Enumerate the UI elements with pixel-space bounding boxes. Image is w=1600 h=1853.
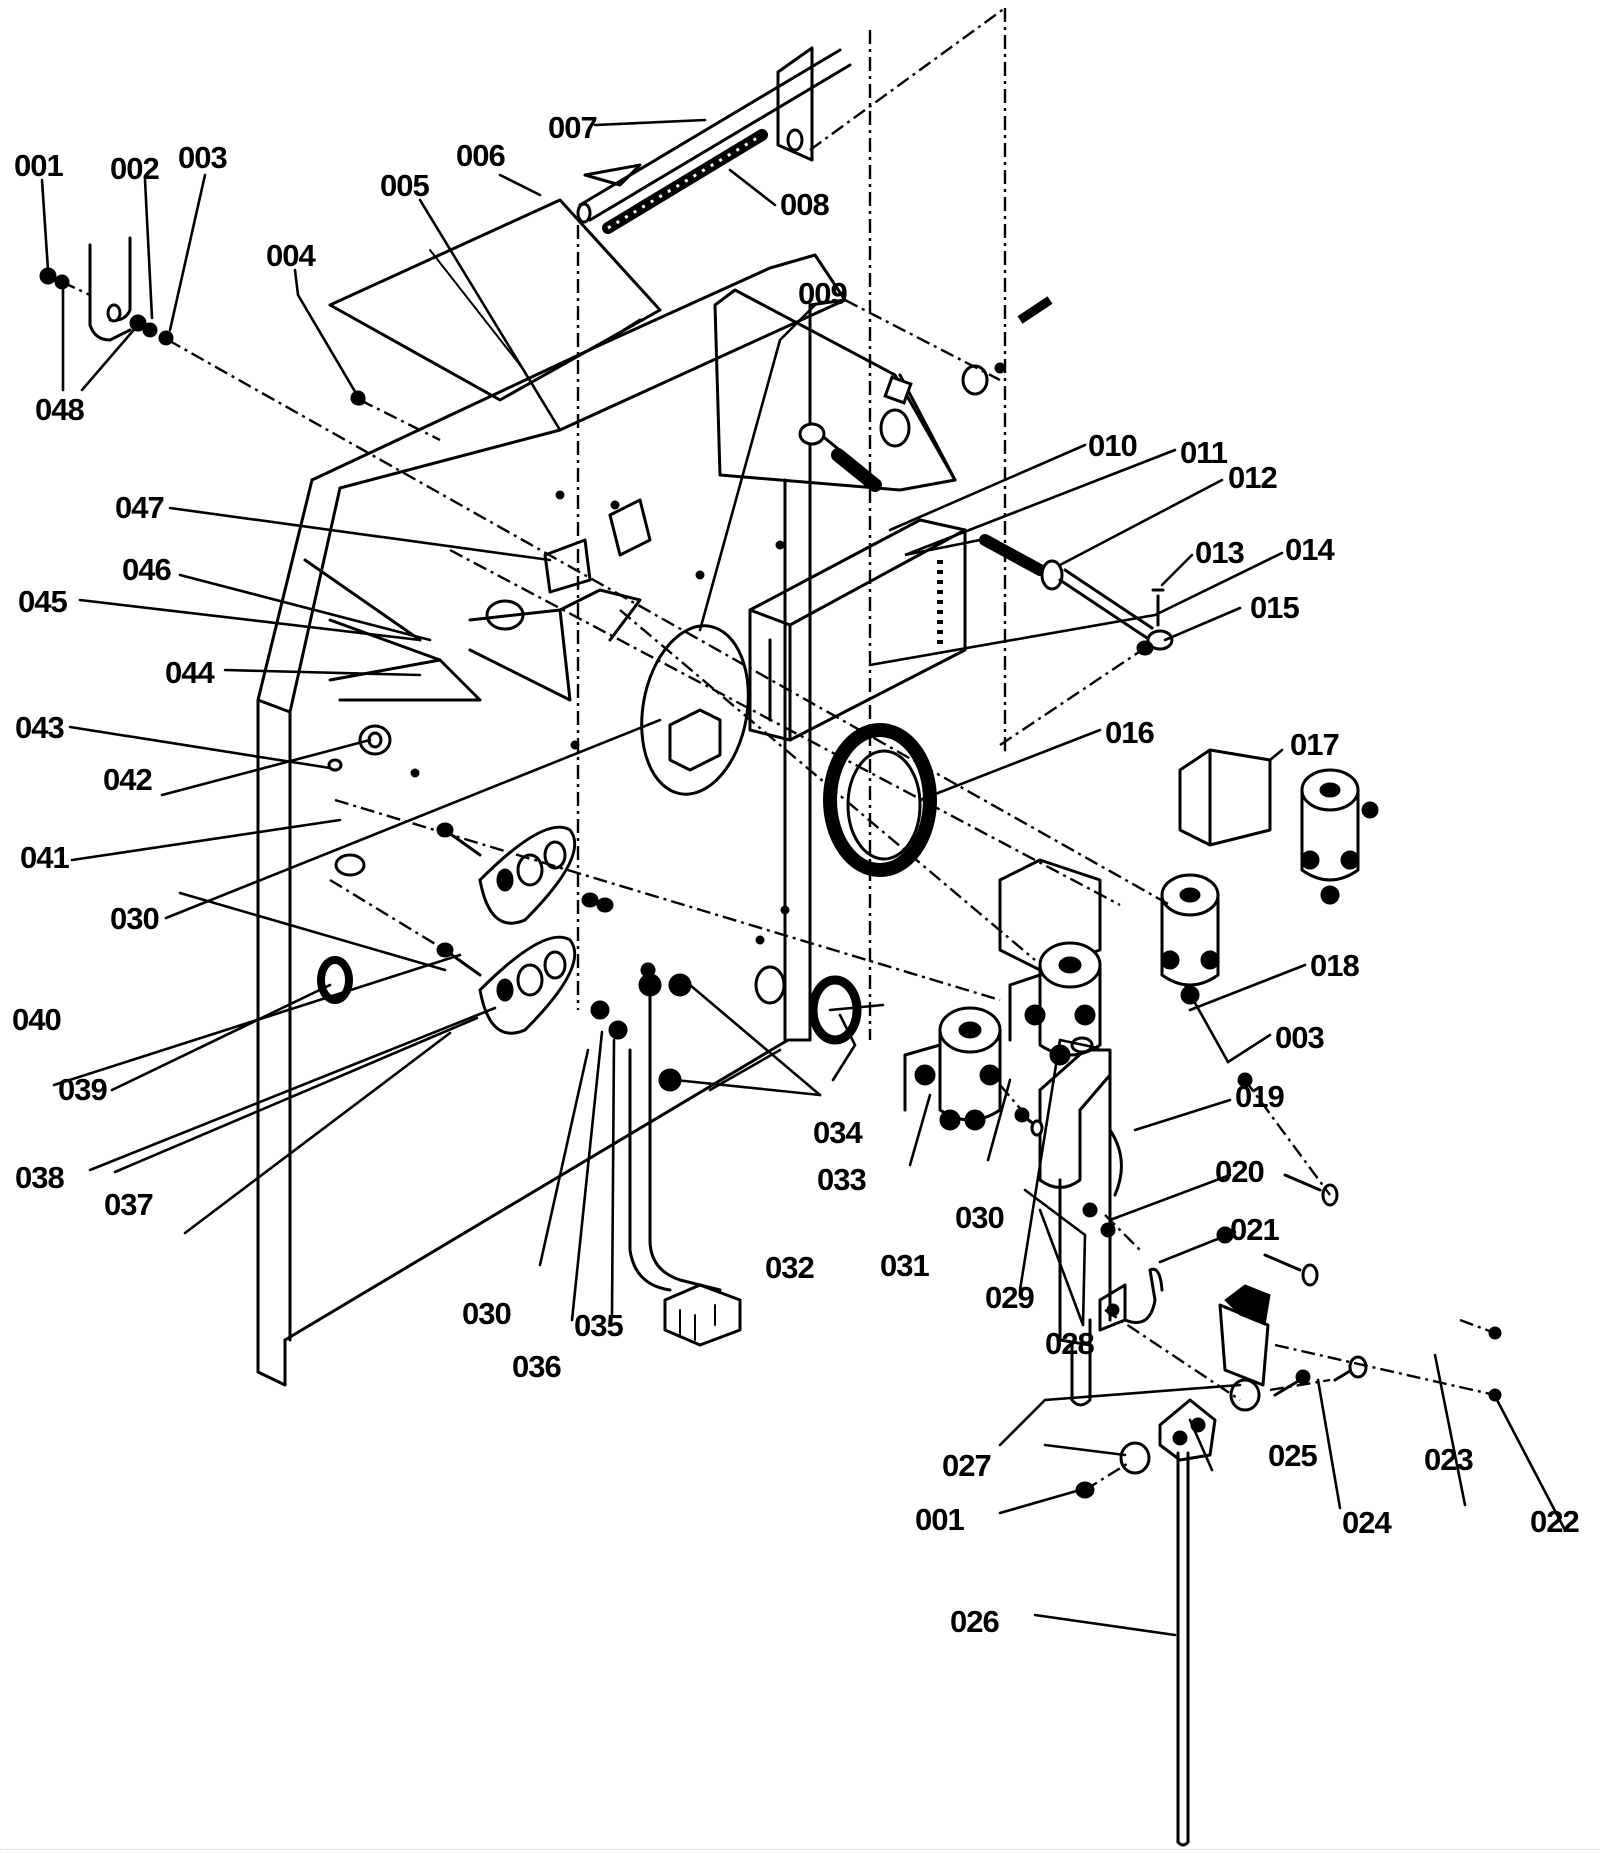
callout-013: 013 xyxy=(1195,535,1244,570)
part-017-solenoid-upper xyxy=(1178,748,1379,905)
callout-041: 041 xyxy=(20,840,69,875)
callout-043: 043 xyxy=(15,710,64,745)
page-bottom-rule xyxy=(0,1849,1600,1850)
part-029-solenoid xyxy=(1008,941,1102,1066)
callout-011: 011 xyxy=(1180,435,1228,470)
callout-001: 001 xyxy=(14,148,63,183)
part-026-rod xyxy=(1158,1398,1217,1847)
callout-030-left: 030 xyxy=(110,901,159,936)
part-041-block xyxy=(668,708,722,772)
callout-044: 044 xyxy=(165,655,215,690)
callout-003: 003 xyxy=(178,140,227,175)
part-038-039-mount-plates xyxy=(317,822,577,1035)
top-left-clip-hardware xyxy=(39,236,366,406)
part-010-011-spring-rod xyxy=(831,448,1174,656)
callout-004: 004 xyxy=(266,238,316,273)
callout-019: 019 xyxy=(1235,1079,1284,1114)
callout-016: 016 xyxy=(1105,715,1154,750)
callout-021: 021 xyxy=(1230,1212,1279,1247)
callout-023: 023 xyxy=(1424,1442,1473,1477)
callout-010: 010 xyxy=(1088,428,1137,463)
callout-034: 034 xyxy=(813,1115,863,1150)
callout-006: 006 xyxy=(456,138,505,173)
callout-001-lower: 001 xyxy=(915,1502,964,1537)
callout-029: 029 xyxy=(985,1280,1034,1315)
clip-assembly xyxy=(303,498,652,702)
callout-022: 022 xyxy=(1530,1504,1579,1539)
callout-033: 033 xyxy=(817,1162,866,1197)
relay-housing xyxy=(748,518,967,742)
callout-025: 025 xyxy=(1268,1438,1317,1473)
panel-opening xyxy=(640,624,750,796)
callout-048: 048 xyxy=(35,392,84,427)
leader-lines xyxy=(40,118,1567,1637)
callout-031: 031 xyxy=(880,1248,929,1283)
callout-030-right: 030 xyxy=(955,1200,1004,1235)
callout-026: 026 xyxy=(950,1604,999,1639)
callout-046: 046 xyxy=(122,552,171,587)
callout-014: 014 xyxy=(1285,532,1335,567)
part-027-spacer-upper xyxy=(1229,1378,1261,1412)
assembly-centerlines xyxy=(61,7,1496,1492)
callout-030-lower: 030 xyxy=(462,1296,511,1331)
callout-002: 002 xyxy=(110,151,159,186)
part-032-wire-harness xyxy=(628,978,742,1347)
callout-018: 018 xyxy=(1310,948,1359,983)
callout-042: 042 xyxy=(103,762,152,797)
callout-045: 045 xyxy=(18,584,67,619)
callout-008: 008 xyxy=(780,187,829,222)
callout-024: 024 xyxy=(1342,1505,1392,1540)
callout-003-lower: 003 xyxy=(1275,1020,1324,1055)
part-008-spring xyxy=(602,129,768,234)
callout-009: 009 xyxy=(798,276,847,311)
callout-005: 005 xyxy=(380,168,429,203)
callout-007: 007 xyxy=(548,110,597,145)
callout-039: 039 xyxy=(58,1072,107,1107)
part-042-hole xyxy=(327,758,343,772)
callout-017: 017 xyxy=(1290,727,1339,762)
part-009-side-bracket xyxy=(713,288,957,492)
part-016-ring xyxy=(823,723,937,877)
upper-hardware xyxy=(961,296,1053,396)
callout-015: 015 xyxy=(1250,590,1299,625)
callout-labels: 001 002 003 004 005 006 007 008 009 010 … xyxy=(12,110,1580,1639)
callout-040: 040 xyxy=(12,1002,61,1037)
part-023-relay xyxy=(1218,1284,1271,1387)
shaft-end-bracket xyxy=(776,46,814,162)
callout-047: 047 xyxy=(115,490,164,525)
callout-037: 037 xyxy=(104,1187,153,1222)
part-031-solenoid xyxy=(903,1006,1002,1131)
callout-035: 035 xyxy=(574,1308,623,1343)
callout-027: 027 xyxy=(942,1448,991,1483)
callout-020: 020 xyxy=(1215,1154,1264,1189)
callout-032: 032 xyxy=(765,1250,814,1285)
callout-038: 038 xyxy=(15,1160,64,1195)
callout-036: 036 xyxy=(512,1349,561,1384)
part-027-spacer-lower xyxy=(1119,1441,1151,1475)
callout-028: 028 xyxy=(1045,1326,1094,1361)
part-solenoid-middle xyxy=(998,858,1220,1005)
part-007-shaft xyxy=(576,48,852,224)
callout-012: 012 xyxy=(1228,460,1277,495)
part-006-cover-plate xyxy=(328,198,662,402)
part-040-washer xyxy=(317,956,353,1004)
